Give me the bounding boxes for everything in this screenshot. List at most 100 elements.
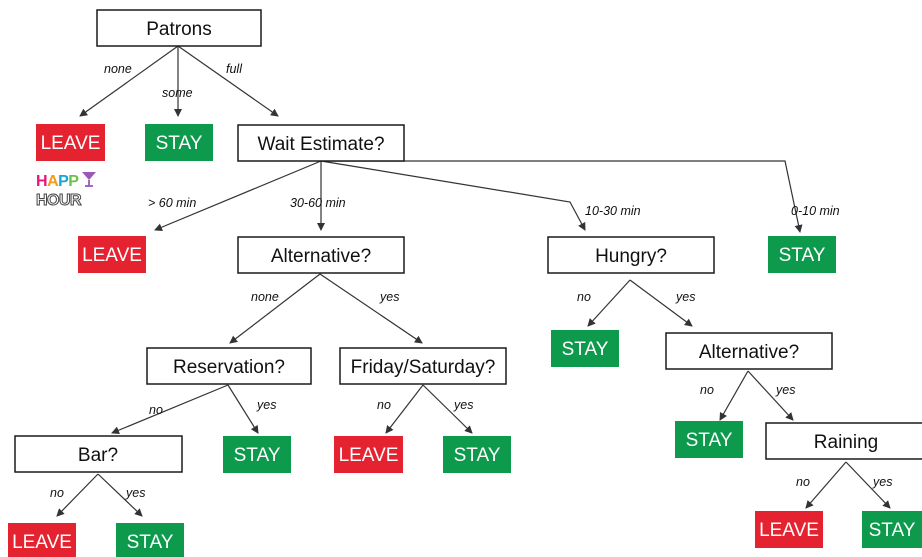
node-alternative-1: Alternative?: [237, 236, 405, 274]
edge-raining-stay: [845, 461, 891, 509]
node-wait-estimate-label: Wait Estimate?: [257, 134, 384, 155]
node-bar-label: Bar?: [78, 445, 118, 466]
leaf-leave-wait-bg: [78, 236, 146, 273]
node-raining-label: Raining: [814, 432, 878, 453]
edge-label-10-30: 10-30 min: [585, 204, 641, 218]
node-alternative-1-label: Alternative?: [271, 246, 371, 267]
edge-label-yes-hungry: yes: [675, 290, 695, 304]
leaf-stay-patrons: STAY: [145, 124, 213, 161]
leaf-leave-raining: LEAVE: [755, 511, 823, 548]
node-alternative-2: Alternative?: [665, 332, 833, 370]
decision-nodes: Patrons Wait Estimate? Alternative? Hung…: [14, 9, 922, 473]
node-patrons: Patrons: [96, 9, 262, 47]
edge-label-no-friday: no: [377, 398, 391, 412]
node-raining: Raining: [765, 422, 922, 460]
node-bar: Bar?: [14, 435, 183, 473]
edge-raining-leave: [805, 461, 847, 509]
leaf-leave-bar-bg: [8, 523, 76, 557]
happy-hour-line1: HAPP: [36, 173, 79, 190]
edge-label-yes-alt2: yes: [775, 383, 795, 397]
leaf-stay-raining-label: STAY: [869, 520, 916, 541]
edge-label-30-60: 30-60 min: [290, 196, 346, 210]
edge-label-0-10: 0-10 min: [791, 204, 840, 218]
leaf-stay-friday-bg: [443, 436, 511, 473]
edge-label-no-alt2: no: [700, 383, 714, 397]
edge-hungry-alt2: [629, 279, 693, 327]
leaf-stay-friday-label: STAY: [454, 445, 501, 466]
edge-label-yes-bar: yes: [125, 486, 145, 500]
edge-label-no-reservation: no: [149, 403, 163, 417]
edge-labels: none some full > 60 min 30-60 min 10-30 …: [50, 62, 892, 500]
edge-label-yes-raining: yes: [872, 475, 892, 489]
edge-label-some: some: [162, 86, 193, 100]
happy-hour-logo: HAPP HOUR: [36, 172, 96, 210]
cocktail-glass-icon: [82, 172, 96, 187]
leaf-leave-friday-bg: [334, 436, 403, 473]
node-hungry-label: Hungry?: [595, 246, 667, 267]
leaf-stay-bar-label: STAY: [127, 532, 174, 553]
leaf-stay-friday: STAY: [443, 436, 511, 473]
leaf-stay-hungry-bg: [551, 330, 619, 367]
edge-alt2-stay: [719, 370, 749, 421]
happy-hour-line2: HOUR: [36, 192, 82, 209]
leaf-stay-wait-bg: [768, 236, 836, 273]
leaf-stay-wait: STAY: [768, 236, 836, 273]
leaf-leave-bar: LEAVE: [8, 523, 76, 557]
edge-friday-stay: [422, 384, 473, 434]
edge-label-no-bar: no: [50, 486, 64, 500]
edge-label-yes-alt1: yes: [379, 290, 399, 304]
leaf-stay-reservation-label: STAY: [234, 445, 281, 466]
edge-label-yes-friday: yes: [453, 398, 473, 412]
leaf-stay-raining-bg: [862, 511, 922, 548]
edge-wait-hungry: [320, 160, 586, 231]
node-hungry: Hungry?: [547, 236, 715, 274]
edge-patrons-wait: [177, 45, 279, 117]
edge-label-full: full: [226, 62, 243, 76]
edge-label-yes-reservation: yes: [256, 398, 276, 412]
leaf-leave-patrons-label: LEAVE: [41, 133, 101, 154]
leaf-stay-reservation: STAY: [223, 436, 291, 473]
node-friday-saturday-label: Friday/Saturday?: [351, 357, 496, 378]
node-alternative-2-label: Alternative?: [699, 342, 799, 363]
edge-patrons-leave: [79, 45, 179, 117]
leaf-leave-wait-label: LEAVE: [82, 245, 142, 266]
leaf-stay-hungry: STAY: [551, 330, 619, 367]
edge-label-no-raining: no: [796, 475, 810, 489]
leaf-stay-reservation-bg: [223, 436, 291, 473]
leaf-stay-alt2-label: STAY: [686, 430, 733, 451]
leaf-stay-alt2: STAY: [675, 421, 743, 458]
leaf-leave-friday: LEAVE: [334, 436, 403, 473]
edge-wait-leave: [154, 160, 322, 232]
leaf-leave-bar-label: LEAVE: [12, 532, 72, 553]
edge-alt1-friday: [319, 273, 423, 344]
edge-reservation-stay: [227, 384, 259, 434]
edge-alt1-reservation: [229, 273, 321, 344]
edge-label-none: none: [104, 62, 132, 76]
node-reservation: Reservation?: [146, 347, 312, 385]
edge-label-over-60: > 60 min: [148, 196, 196, 210]
node-patrons-label: Patrons: [146, 19, 211, 40]
node-wait-estimate: Wait Estimate?: [237, 124, 405, 162]
edge-label-no-hungry: no: [577, 290, 591, 304]
leaf-stay-alt2-bg: [675, 421, 743, 458]
edge-hungry-stay: [587, 279, 631, 327]
leaf-stay-bar-bg: [116, 523, 184, 557]
edge-bar-leave: [56, 473, 99, 517]
leaf-leave-patrons: LEAVE: [36, 124, 105, 161]
leaf-leave-raining-label: LEAVE: [759, 520, 819, 541]
edge-label-none-alt1: none: [251, 290, 279, 304]
edge-friday-leave: [385, 384, 424, 434]
edge-reservation-bar: [111, 384, 229, 435]
leaf-leave-friday-label: LEAVE: [339, 445, 399, 466]
leaf-stay-bar: STAY: [116, 523, 184, 557]
edge-alt2-raining: [747, 370, 794, 421]
edge-bar-stay: [97, 473, 143, 517]
leaf-leave-wait: LEAVE: [78, 236, 146, 273]
leaf-stay-hungry-label: STAY: [562, 339, 609, 360]
leaf-stay-raining: STAY: [862, 511, 922, 548]
leaf-stay-wait-label: STAY: [779, 245, 826, 266]
leaf-leave-raining-bg: [755, 511, 823, 548]
leaf-leave-patrons-bg: [36, 124, 105, 161]
leaf-stay-patrons-label: STAY: [156, 133, 203, 154]
